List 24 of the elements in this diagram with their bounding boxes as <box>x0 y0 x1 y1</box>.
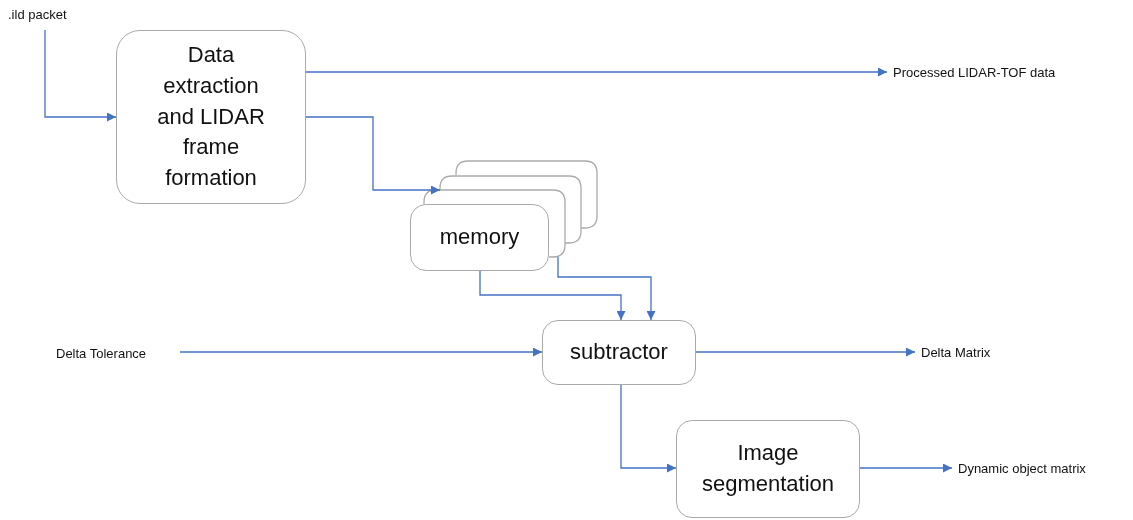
arrow <box>620 384 677 473</box>
arrow <box>557 256 656 321</box>
arrow <box>479 270 626 321</box>
arrow <box>44 29 117 122</box>
arrow <box>179 347 543 357</box>
io-label: Processed LIDAR-TOF data <box>893 62 1063 82</box>
process-box <box>676 420 860 518</box>
arrow <box>305 116 441 195</box>
box-label: Image segmentation <box>700 439 836 498</box>
arrow <box>695 347 916 357</box>
arrow <box>305 67 888 77</box>
box-label: subtractor <box>569 338 669 367</box>
io-label: .ild packet <box>8 4 88 24</box>
box-label: memory <box>438 223 521 252</box>
box-label: Data extraction and LIDAR frame formation <box>156 41 266 193</box>
io-label: Delta Tolerance <box>56 343 174 363</box>
stacked-box <box>424 190 565 257</box>
stacked-box <box>456 161 597 228</box>
process-box <box>542 320 696 385</box>
process-box <box>410 204 549 271</box>
arrow <box>859 463 953 473</box>
io-label: Dynamic object matrix <box>958 458 1123 478</box>
io-label: Delta Matrix <box>921 342 1021 362</box>
process-box <box>116 30 306 204</box>
